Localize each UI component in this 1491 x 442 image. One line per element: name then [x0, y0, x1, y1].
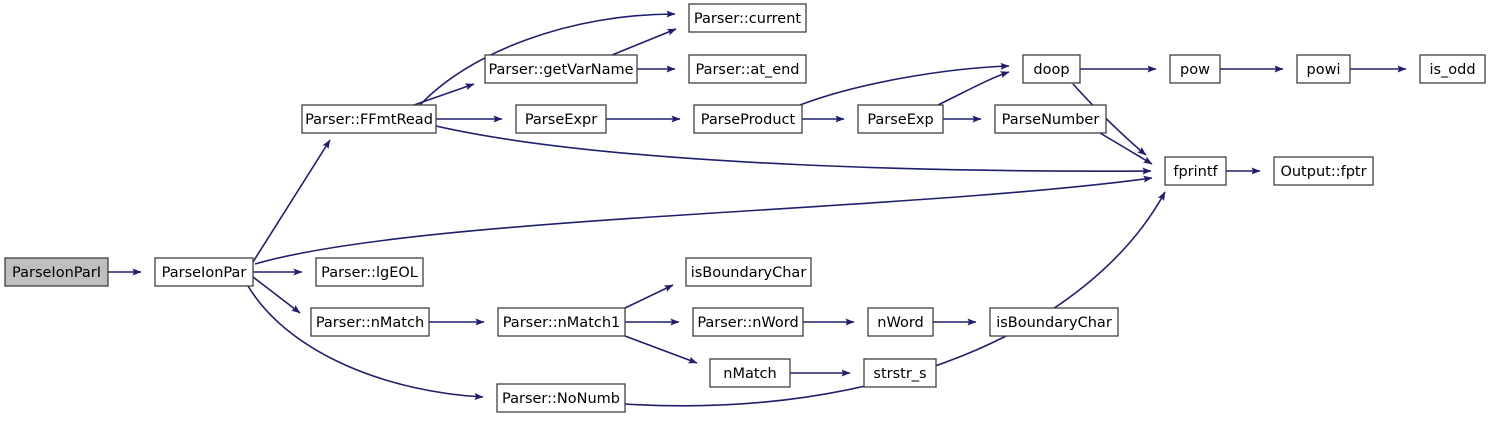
node-lgeol[interactable]: Parser::lgEOL	[315, 257, 424, 287]
call-edge-ffmtread-to-current	[419, 10, 676, 106]
node-nword[interactable]: nWord	[867, 307, 934, 337]
call-edge-nonumb-to-fprintf	[624, 191, 1166, 407]
node-doop[interactable]: doop	[1022, 54, 1081, 84]
call-edge-nmatch1-to-nmatch	[624, 335, 698, 364]
node-nmatch_p[interactable]: Parser::nMatch	[310, 307, 430, 337]
node-box-isbound_top[interactable]	[685, 257, 812, 287]
node-label-ffmtread: Parser::FFmtRead	[305, 112, 433, 128]
node-label-parseionpari: ParseIonParI	[12, 265, 101, 281]
node-nmatch[interactable]: nMatch	[709, 358, 791, 388]
node-getvarname[interactable]: Parser::getVarName	[484, 54, 638, 84]
node-box-parseionpari[interactable]	[4, 257, 109, 287]
node-box-is_odd[interactable]	[1419, 54, 1486, 84]
node-box-nmatch1[interactable]	[497, 307, 626, 337]
node-box-strstr_s[interactable]	[863, 358, 937, 388]
node-box-lgeol[interactable]	[315, 257, 424, 287]
node-nonumb[interactable]: Parser::NoNumb	[496, 383, 626, 413]
node-box-fprintf[interactable]	[1164, 156, 1227, 186]
node-label-lgeol: Parser::lgEOL	[321, 265, 418, 281]
node-nword_p[interactable]: Parser::nWord	[692, 307, 804, 337]
call-edge-parsenumber-to-fprintf	[1099, 132, 1153, 165]
node-parseionpari[interactable]: ParseIonParI	[4, 257, 109, 287]
node-strstr_s[interactable]: strstr_s	[863, 358, 937, 388]
node-label-getvarname: Parser::getVarName	[488, 62, 633, 78]
node-box-nmatch[interactable]	[709, 358, 791, 388]
node-parseionpar[interactable]: ParseIonPar	[154, 257, 254, 287]
node-label-nonumb: Parser::NoNumb	[502, 391, 620, 407]
node-label-pow: pow	[1180, 62, 1210, 78]
node-label-isbound_top: isBoundaryChar	[691, 265, 807, 281]
node-isbound_top[interactable]: isBoundaryChar	[685, 257, 812, 287]
node-label-nmatch_p: Parser::nMatch	[316, 315, 424, 331]
call-edge-parseionpar-to-fprintf	[254, 175, 1153, 265]
node-label-parseionpar: ParseIonPar	[162, 265, 247, 281]
node-label-nmatch1: Parser::nMatch1	[503, 315, 621, 331]
call-edge-parseproduct-to-doop	[799, 62, 1010, 106]
node-box-nmatch_p[interactable]	[310, 307, 430, 337]
node-label-doop: doop	[1033, 62, 1069, 78]
node-box-parseexpr[interactable]	[515, 104, 607, 134]
node-label-nword_p: Parser::nWord	[697, 315, 798, 331]
call-edge-parseionpar-to-nonumb	[247, 285, 484, 401]
call-edge-ffmtread-to-getvarname	[413, 83, 475, 106]
node-box-doop[interactable]	[1022, 54, 1081, 84]
node-outputfptr[interactable]: Output::fptr	[1273, 156, 1374, 186]
node-nmatch1[interactable]: Parser::nMatch1	[497, 307, 626, 337]
node-parseexp[interactable]: ParseExp	[857, 104, 944, 134]
node-box-getvarname[interactable]	[484, 54, 638, 84]
node-parsenumber[interactable]: ParseNumber	[994, 104, 1107, 134]
call-edge-parseionpar-to-ffmtread	[252, 139, 331, 263]
node-box-ffmtread[interactable]	[301, 104, 437, 134]
node-box-parsenumber[interactable]	[994, 104, 1107, 134]
node-box-isbound_right[interactable]	[989, 307, 1119, 337]
node-box-nonumb[interactable]	[496, 383, 626, 413]
node-box-nword_p[interactable]	[692, 307, 804, 337]
node-label-nmatch: nMatch	[723, 366, 776, 382]
node-box-pow[interactable]	[1169, 54, 1221, 84]
call-edge-getvarname-to-current	[611, 28, 677, 56]
node-pow[interactable]: pow	[1169, 54, 1221, 84]
node-label-outputfptr: Output::fptr	[1280, 164, 1366, 180]
node-box-parseexp[interactable]	[857, 104, 944, 134]
node-label-fprintf: fprintf	[1173, 164, 1218, 180]
node-label-at_end: Parser::at_end	[695, 62, 799, 78]
node-label-current: Parser::current	[694, 11, 802, 27]
node-ffmtread[interactable]: Parser::FFmtRead	[301, 104, 437, 134]
node-box-outputfptr[interactable]	[1273, 156, 1374, 186]
node-box-current[interactable]	[688, 3, 807, 33]
node-at_end[interactable]: Parser::at_end	[688, 54, 807, 84]
node-isbound_right[interactable]: isBoundaryChar	[989, 307, 1119, 337]
node-parseproduct[interactable]: ParseProduct	[693, 104, 803, 134]
node-label-isbound_right: isBoundaryChar	[996, 315, 1112, 331]
call-edge-ffmtread-to-fprintf	[435, 125, 1152, 175]
node-label-is_odd: is_odd	[1429, 62, 1475, 78]
node-label-nword: nWord	[877, 315, 923, 331]
node-label-powi: powi	[1307, 62, 1341, 78]
node-label-strstr_s: strstr_s	[873, 366, 926, 382]
call-edge-parseexp-to-doop	[937, 71, 1010, 106]
node-label-parsenumber: ParseNumber	[1002, 112, 1100, 128]
node-label-parseproduct: ParseProduct	[701, 112, 796, 128]
node-box-nword[interactable]	[867, 307, 934, 337]
node-is_odd[interactable]: is_odd	[1419, 54, 1486, 84]
node-box-powi[interactable]	[1296, 54, 1351, 84]
node-label-parseexpr: ParseExpr	[525, 112, 597, 128]
node-parseexpr[interactable]: ParseExpr	[515, 104, 607, 134]
node-box-parseproduct[interactable]	[693, 104, 803, 134]
node-box-at_end[interactable]	[688, 54, 807, 84]
node-box-parseionpar[interactable]	[154, 257, 254, 287]
edges-layer	[108, 10, 1407, 407]
call-edge-nmatch1-to-isbound_top	[624, 284, 674, 309]
node-fprintf[interactable]: fprintf	[1164, 156, 1227, 186]
call-edge-parseionpar-to-nmatch_p	[252, 276, 301, 314]
call-edge-doop-to-fprintf	[1072, 83, 1147, 156]
node-current[interactable]: Parser::current	[688, 3, 807, 33]
node-powi[interactable]: powi	[1296, 54, 1351, 84]
node-label-parseexp: ParseExp	[867, 112, 933, 128]
